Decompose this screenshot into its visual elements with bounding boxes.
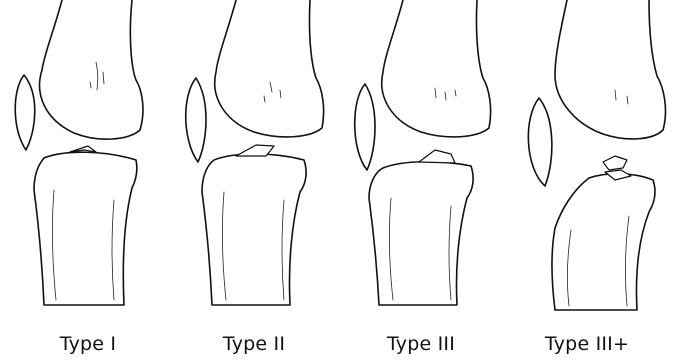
panel-type-1 bbox=[4, 0, 172, 320]
tibia bbox=[369, 162, 473, 305]
panel-type-2 bbox=[170, 0, 338, 320]
tibial-spine-fragment bbox=[419, 150, 455, 163]
knee-illustration-type-3-plus bbox=[503, 0, 671, 320]
tibia bbox=[202, 154, 306, 305]
patella bbox=[355, 84, 375, 170]
femur bbox=[382, 0, 491, 137]
label-type-2: Type II bbox=[170, 333, 338, 355]
tibial-spine-fragment bbox=[70, 146, 96, 152]
panel-type-3-plus bbox=[503, 0, 671, 320]
patella bbox=[186, 78, 206, 162]
knee-illustration-type-3 bbox=[337, 0, 505, 320]
knee-illustration-type-2 bbox=[170, 0, 338, 320]
patella bbox=[15, 75, 35, 150]
tibia bbox=[34, 152, 137, 305]
panel-type-3 bbox=[337, 0, 505, 320]
femur bbox=[40, 0, 143, 139]
knee-illustration-type-1 bbox=[4, 0, 172, 320]
displaced-fragment-upper bbox=[603, 156, 627, 170]
femur bbox=[555, 0, 665, 139]
label-type-3: Type III bbox=[337, 333, 505, 355]
patella bbox=[528, 98, 552, 186]
label-type-3-plus: Type III+ bbox=[503, 333, 671, 355]
label-type-1: Type I bbox=[4, 333, 172, 355]
femur bbox=[215, 0, 324, 137]
